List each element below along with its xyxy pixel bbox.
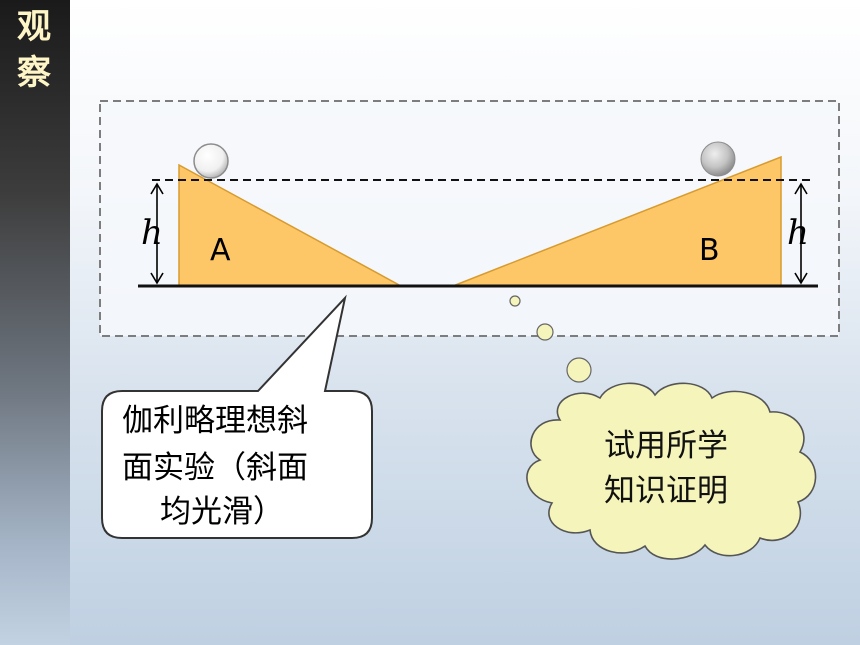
height-arrow-right-top xyxy=(794,182,808,195)
section-title-char-1: 观 xyxy=(17,7,51,47)
height-arrow-left-top xyxy=(150,182,164,195)
section-title-char-2: 察 xyxy=(17,53,51,93)
callout-bubble xyxy=(101,294,373,539)
height-arrow-right-bottom xyxy=(794,272,808,285)
callout-line-2: 面实验（斜面 xyxy=(122,450,308,486)
cloud-line-2: 知识证明 xyxy=(604,473,728,509)
ramp-b-label: B xyxy=(699,233,720,268)
ball-b xyxy=(700,141,736,177)
thought-dot-small xyxy=(509,295,521,307)
thought-dot-large xyxy=(566,357,592,383)
callout-line-1: 伽利略理想斜 xyxy=(122,403,308,439)
cloud-line-1: 试用所学 xyxy=(604,428,728,464)
ramp-a-label: A xyxy=(210,233,231,268)
callout-line-3: 均光滑） xyxy=(160,494,284,530)
height-label-left: h xyxy=(141,213,163,253)
height-label-right: h xyxy=(787,213,809,253)
thought-dot-medium xyxy=(536,323,554,341)
ball-a xyxy=(193,143,229,179)
thought-cloud xyxy=(526,382,817,560)
sidebar: 观 察 xyxy=(0,0,70,645)
section-title: 观 察 xyxy=(8,4,60,96)
height-arrow-left-bottom xyxy=(150,272,164,285)
